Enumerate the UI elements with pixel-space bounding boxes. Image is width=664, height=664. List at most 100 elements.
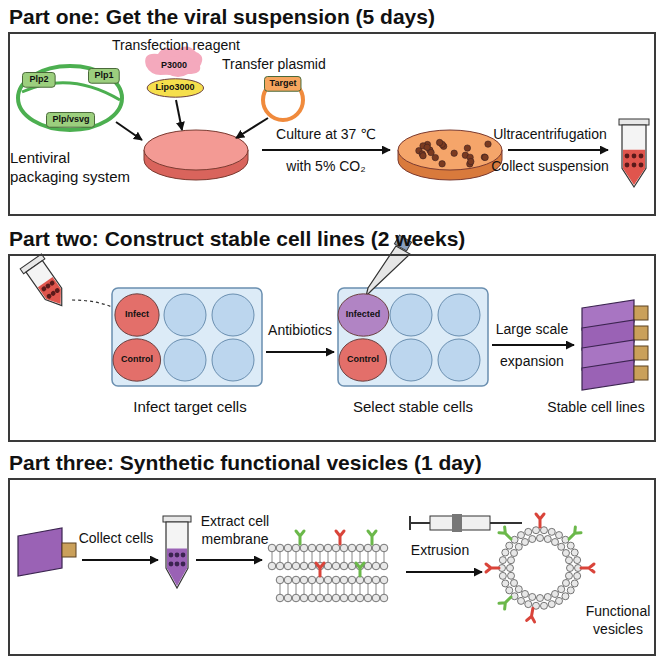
lipid-head bbox=[499, 572, 506, 579]
step-panel: Part three: Synthetic functional vesicle… bbox=[8, 450, 656, 656]
extruder-filter bbox=[452, 514, 462, 532]
gene-box: Plp1 bbox=[88, 68, 120, 84]
pour-line bbox=[72, 300, 118, 310]
lipid-head bbox=[537, 595, 544, 602]
lipid-tail bbox=[312, 552, 313, 562]
lipid-head bbox=[522, 590, 529, 597]
labelled-ellipse: Lipo3000 bbox=[146, 78, 205, 98]
lipid-head bbox=[284, 562, 292, 570]
step-label: Ultracentrifugation Collect suspension bbox=[484, 118, 616, 182]
lipid-head bbox=[544, 536, 551, 543]
arrow bbox=[492, 344, 574, 346]
step-label: Extrusion bbox=[400, 542, 480, 559]
panel-heading: Part three: Synthetic functional vesicle… bbox=[8, 450, 656, 476]
lipid-head bbox=[324, 544, 332, 552]
lipid-head bbox=[518, 532, 525, 539]
lipid-tail bbox=[328, 552, 329, 562]
lipid-head bbox=[372, 594, 380, 602]
step-label: Collect cells bbox=[74, 530, 158, 547]
membrane-protein bbox=[527, 608, 537, 622]
lipid-head bbox=[567, 587, 574, 594]
culture-medium bbox=[144, 130, 248, 170]
cell bbox=[482, 154, 488, 160]
lipid-tail bbox=[272, 552, 273, 562]
node-text: Target bbox=[270, 79, 297, 89]
lipid-head bbox=[284, 594, 292, 602]
lipid-tail bbox=[336, 584, 337, 594]
lipid-head bbox=[380, 594, 388, 602]
lipid-head bbox=[332, 576, 340, 584]
membrane-protein bbox=[316, 563, 324, 576]
cell bbox=[481, 154, 487, 160]
arrow bbox=[508, 149, 608, 151]
membrane-protein bbox=[566, 527, 581, 542]
lipid-head bbox=[340, 576, 348, 584]
lipid-head bbox=[562, 580, 569, 587]
membrane-protein bbox=[296, 531, 304, 544]
centrifuge-tube bbox=[163, 516, 191, 588]
step-label: Culture at 37 ℃ with 5% CO₂ bbox=[266, 118, 386, 182]
lipid-head bbox=[515, 586, 522, 593]
lipid-head bbox=[308, 594, 316, 602]
lipid-head bbox=[556, 532, 563, 539]
empty-well bbox=[212, 339, 254, 381]
lipid-head bbox=[364, 544, 372, 552]
lipid-head bbox=[284, 576, 292, 584]
lipid-head bbox=[340, 594, 348, 602]
membrane-protein bbox=[336, 531, 344, 544]
ellipse-shape bbox=[339, 339, 387, 381]
lipid-head bbox=[525, 528, 532, 535]
node-text: Plp2 bbox=[29, 75, 48, 85]
lipid-head bbox=[364, 594, 372, 602]
step-label: Select stable cells bbox=[318, 398, 508, 416]
gene-box: Target bbox=[264, 76, 302, 92]
lipid-head bbox=[567, 565, 574, 572]
lipid-head bbox=[571, 549, 578, 556]
lipid-head bbox=[511, 550, 518, 557]
labelled-ellipse: P3000 bbox=[148, 56, 200, 76]
panel-heading: Part two: Construct stable cell lines (2… bbox=[8, 226, 656, 252]
lipid-head bbox=[300, 562, 308, 570]
centrifuge-tube bbox=[619, 119, 649, 187]
lipid-head bbox=[518, 597, 525, 604]
lipid-head bbox=[276, 576, 284, 584]
lipid-head bbox=[292, 594, 300, 602]
lipid-tail bbox=[376, 584, 377, 594]
lipid-tail bbox=[288, 584, 289, 594]
step-label: Stable cell lines bbox=[540, 398, 652, 416]
cell bbox=[420, 153, 426, 159]
gene-box: Plp2 bbox=[22, 72, 56, 88]
lipid-head bbox=[548, 528, 555, 535]
arrow bbox=[406, 571, 482, 573]
lipid-head bbox=[276, 594, 284, 602]
lipid-head bbox=[316, 594, 324, 602]
lipid-head bbox=[348, 594, 356, 602]
membrane-protein bbox=[486, 564, 499, 572]
node-text: Control bbox=[347, 355, 379, 365]
empty-well bbox=[438, 294, 480, 336]
arrow bbox=[176, 100, 182, 130]
arrow bbox=[196, 559, 262, 561]
lipid-tail bbox=[312, 584, 313, 594]
lipid-tail bbox=[296, 552, 297, 562]
lipid-head bbox=[324, 594, 332, 602]
lipid-tail bbox=[368, 552, 369, 562]
arrow bbox=[262, 149, 390, 151]
well-plate bbox=[338, 288, 488, 386]
lipid-head bbox=[372, 544, 380, 552]
lipid-head bbox=[525, 601, 532, 608]
panel-frame bbox=[8, 32, 656, 216]
lipid-head bbox=[380, 562, 388, 570]
cell bbox=[436, 139, 442, 145]
empty-well bbox=[164, 294, 206, 336]
lipid-head bbox=[308, 576, 316, 584]
lipid-head bbox=[574, 572, 581, 579]
lipid-head bbox=[372, 576, 380, 584]
lipid-head bbox=[292, 544, 300, 552]
lipid-tail bbox=[344, 552, 345, 562]
packaging-plasmid bbox=[18, 66, 122, 130]
lipid-head bbox=[558, 586, 565, 593]
lipid-head bbox=[565, 572, 572, 579]
lipid-head bbox=[540, 602, 547, 609]
